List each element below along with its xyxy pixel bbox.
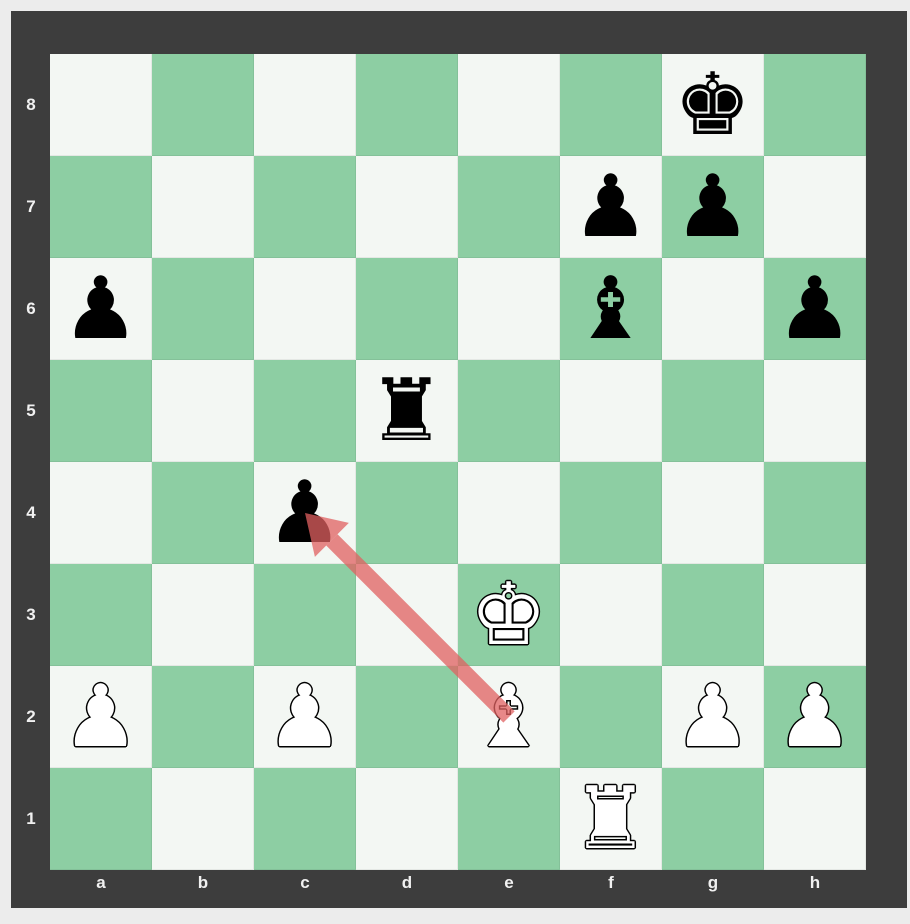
- file-label-a: a: [50, 873, 152, 893]
- rank-label-4: 4: [11, 503, 51, 523]
- white-rook-f1[interactable]: ♜: [572, 776, 649, 862]
- square-g6[interactable]: [662, 258, 764, 360]
- square-a1[interactable]: [50, 768, 152, 870]
- rank-label-7: 7: [11, 197, 51, 217]
- square-d3[interactable]: [356, 564, 458, 666]
- square-d5[interactable]: ♜: [356, 360, 458, 462]
- square-a8[interactable]: [50, 54, 152, 156]
- square-g5[interactable]: [662, 360, 764, 462]
- square-h5[interactable]: [764, 360, 866, 462]
- square-b5[interactable]: [152, 360, 254, 462]
- square-g4[interactable]: [662, 462, 764, 564]
- square-b4[interactable]: [152, 462, 254, 564]
- square-b2[interactable]: [152, 666, 254, 768]
- square-b6[interactable]: [152, 258, 254, 360]
- file-label-e: e: [458, 873, 560, 893]
- file-label-g: g: [662, 873, 764, 893]
- black-pawn-h6[interactable]: ♟: [776, 266, 853, 352]
- square-f8[interactable]: [560, 54, 662, 156]
- white-pawn-h2[interactable]: ♟: [776, 674, 853, 760]
- file-label-d: d: [356, 873, 458, 893]
- rank-label-2: 2: [11, 707, 51, 727]
- file-label-h: h: [764, 873, 866, 893]
- black-bishop-f6[interactable]: ♝: [572, 266, 649, 352]
- black-pawn-c4[interactable]: ♟: [266, 470, 343, 556]
- square-c6[interactable]: [254, 258, 356, 360]
- square-b8[interactable]: [152, 54, 254, 156]
- rank-label-3: 3: [11, 605, 51, 625]
- black-pawn-f7[interactable]: ♟: [572, 164, 649, 250]
- square-f2[interactable]: [560, 666, 662, 768]
- square-e8[interactable]: [458, 54, 560, 156]
- chessboard[interactable]: ♚ ♟ ♟ ♟ ♝ ♟ ♜ ♟ ♚ ♟ ♟ ♝ ♟ ♟ ♜: [50, 54, 866, 870]
- rank-label-8: 8: [11, 95, 51, 115]
- black-king-g8[interactable]: ♚: [674, 62, 751, 148]
- square-a4[interactable]: [50, 462, 152, 564]
- square-e7[interactable]: [458, 156, 560, 258]
- square-c2[interactable]: ♟: [254, 666, 356, 768]
- square-a2[interactable]: ♟: [50, 666, 152, 768]
- white-pawn-g2[interactable]: ♟: [674, 674, 751, 760]
- rank-label-5: 5: [11, 401, 51, 421]
- square-g3[interactable]: [662, 564, 764, 666]
- square-g2[interactable]: ♟: [662, 666, 764, 768]
- white-pawn-a2[interactable]: ♟: [62, 674, 139, 760]
- square-d8[interactable]: [356, 54, 458, 156]
- square-e6[interactable]: [458, 258, 560, 360]
- square-c8[interactable]: [254, 54, 356, 156]
- white-pawn-c2[interactable]: ♟: [266, 674, 343, 760]
- square-f7[interactable]: ♟: [560, 156, 662, 258]
- square-a6[interactable]: ♟: [50, 258, 152, 360]
- square-g8[interactable]: ♚: [662, 54, 764, 156]
- file-label-c: c: [254, 873, 356, 893]
- file-label-f: f: [560, 873, 662, 893]
- square-c3[interactable]: [254, 564, 356, 666]
- square-f4[interactable]: [560, 462, 662, 564]
- rank-label-6: 6: [11, 299, 51, 319]
- file-label-b: b: [152, 873, 254, 893]
- square-h7[interactable]: [764, 156, 866, 258]
- square-g7[interactable]: ♟: [662, 156, 764, 258]
- square-h2[interactable]: ♟: [764, 666, 866, 768]
- square-d7[interactable]: [356, 156, 458, 258]
- square-e2[interactable]: ♝: [458, 666, 560, 768]
- square-f5[interactable]: [560, 360, 662, 462]
- black-pawn-g7[interactable]: ♟: [674, 164, 751, 250]
- square-e4[interactable]: [458, 462, 560, 564]
- square-a7[interactable]: [50, 156, 152, 258]
- square-c4[interactable]: ♟: [254, 462, 356, 564]
- square-h4[interactable]: [764, 462, 866, 564]
- square-c7[interactable]: [254, 156, 356, 258]
- square-f1[interactable]: ♜: [560, 768, 662, 870]
- square-e5[interactable]: [458, 360, 560, 462]
- square-a5[interactable]: [50, 360, 152, 462]
- white-bishop-e2[interactable]: ♝: [470, 674, 547, 760]
- square-a3[interactable]: [50, 564, 152, 666]
- square-d6[interactable]: [356, 258, 458, 360]
- black-pawn-a6[interactable]: ♟: [62, 266, 139, 352]
- square-e1[interactable]: [458, 768, 560, 870]
- square-b7[interactable]: [152, 156, 254, 258]
- square-b3[interactable]: [152, 564, 254, 666]
- white-king-e3[interactable]: ♚: [470, 572, 547, 658]
- rank-label-1: 1: [11, 809, 51, 829]
- square-h6[interactable]: ♟: [764, 258, 866, 360]
- square-d2[interactable]: [356, 666, 458, 768]
- square-g1[interactable]: [662, 768, 764, 870]
- square-b1[interactable]: [152, 768, 254, 870]
- black-rook-d5[interactable]: ♜: [368, 368, 445, 454]
- square-h8[interactable]: [764, 54, 866, 156]
- square-h1[interactable]: [764, 768, 866, 870]
- square-h3[interactable]: [764, 564, 866, 666]
- square-e3[interactable]: ♚: [458, 564, 560, 666]
- square-f6[interactable]: ♝: [560, 258, 662, 360]
- square-c5[interactable]: [254, 360, 356, 462]
- square-c1[interactable]: [254, 768, 356, 870]
- square-d4[interactable]: [356, 462, 458, 564]
- square-f3[interactable]: [560, 564, 662, 666]
- square-d1[interactable]: [356, 768, 458, 870]
